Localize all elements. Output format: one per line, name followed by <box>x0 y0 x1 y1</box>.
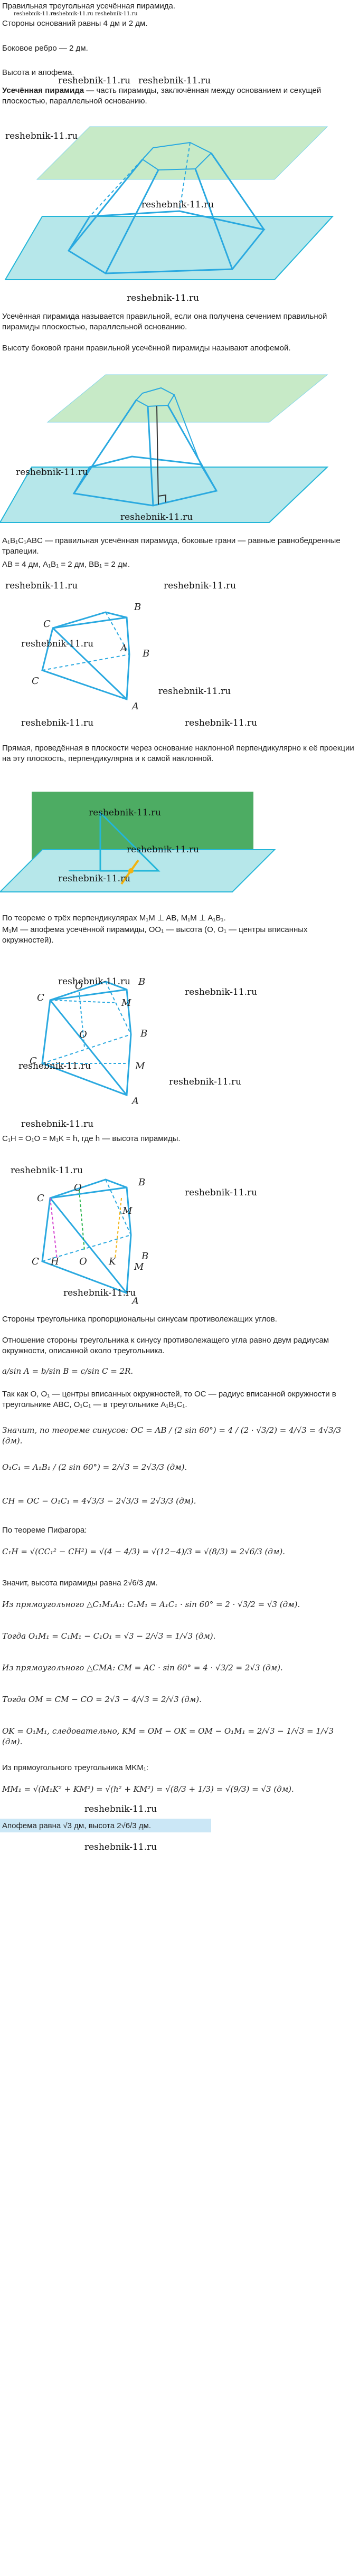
definition-term: Усечённая пирамида <box>2 86 84 95</box>
given-edge: Боковое ребро — 2 дм. <box>2 44 88 53</box>
label-a: A <box>132 701 139 712</box>
label-c1: C <box>37 992 44 1003</box>
watermark: reshebnik-11.ru <box>120 512 193 522</box>
watermark: reshebnik-11.ru <box>185 718 258 728</box>
label-c: C <box>32 676 39 687</box>
figure-three-perpendiculars <box>0 792 276 892</box>
label-a1: A <box>120 643 127 654</box>
label-b1: B <box>138 976 146 987</box>
centers-radius: Так как O, O₁ — центры вписанных окружно… <box>2 1390 336 1409</box>
label-m: M <box>134 1261 144 1272</box>
watermark: reshebnik-11.ru <box>21 718 94 728</box>
calc-c1h: C₁H = √(CC₁² − CH²) = √(4 − 4/3) = √(12−… <box>2 1547 285 1556</box>
watermark: reshebnik-11.ru <box>58 976 131 987</box>
watermark: reshebnik-11.ru <box>169 1077 242 1087</box>
calc-om: Тогда OM = CM − CO = 2√3 − 4/√3 = 2/√3 (… <box>2 1695 202 1704</box>
label-m1: M <box>122 1205 133 1216</box>
label-o: O <box>79 1256 87 1267</box>
watermark: reshebnik-11.ru <box>127 293 200 303</box>
pythagoras: По теореме Пифагора: <box>2 1526 87 1535</box>
answer: Апофема равна √3 дм, высота 2√6/3 дм. <box>2 1821 152 1830</box>
label-c1: C <box>43 619 51 630</box>
law-of-sines: Стороны треугольника пропорциональны син… <box>2 1315 277 1324</box>
figure-frustum-abc <box>41 611 130 701</box>
label-b: B <box>140 1028 148 1039</box>
watermark: reshebnik-11.ru <box>5 581 78 591</box>
watermark: reshebnik-11.ru <box>141 199 214 210</box>
formula-sines: a/sin A = b/sin B = c/sin C = 2R. <box>2 1366 134 1376</box>
calc-c1m1: Из прямоугольного △C₁M₁A₁: C₁M₁ = A₁C₁ ·… <box>2 1600 300 1609</box>
watermark: reshebnik-11.ru <box>16 467 89 478</box>
watermark: reshebnik-11.ru <box>5 131 78 141</box>
label-k: K <box>109 1256 116 1267</box>
label-o1: O <box>75 981 83 992</box>
height-result: Значит, высота пирамиды равна 2√6/3 дм. <box>2 1579 158 1588</box>
find-line: Высота и апофема. <box>2 68 74 77</box>
label-c1: C <box>37 1193 44 1204</box>
solution-intro: A₁B₁C₁ABC — правильная усечённая пирамид… <box>2 536 341 556</box>
watermark: reshebnik-11.ru <box>21 639 94 649</box>
label-o: O <box>79 1029 87 1040</box>
law-of-sines-extended: Отношение стороны треугольника к синусу … <box>2 1336 329 1355</box>
calc-mm1: MM₁ = √(M₁K² + KM²) = √(h² + KM²) = √(8/… <box>2 1784 294 1794</box>
watermark: reshebnik-11.ru <box>18 1061 91 1071</box>
watermark: reshebnik-11.ru <box>11 1165 83 1176</box>
figure-regular-frustum <box>0 374 329 523</box>
label-b1: B <box>138 1177 146 1188</box>
label-a: A <box>132 1096 139 1107</box>
watermark: reshebnik-11.ru <box>95 11 138 17</box>
watermark: reshebnik-11.ru <box>21 1119 94 1129</box>
label-o1: O <box>74 1182 82 1193</box>
three-perp-apply: По теореме о трёх перпендикулярах M₁M ⊥ … <box>2 914 226 923</box>
label-m: M <box>135 1061 145 1072</box>
watermark: reshebnik-11.ru <box>158 686 231 697</box>
watermark: reshebnik-11.ru <box>58 75 131 86</box>
intro-title: Правильная треугольная усечённая пирамид… <box>2 2 175 11</box>
watermark: reshebnik-11.ru <box>14 11 56 17</box>
label-b1: B <box>134 602 141 613</box>
given-bases: Стороны оснований равны 4 дм и 2 дм. <box>2 19 148 28</box>
definition-frustum: Усечённая пирамида — часть пирамиды, зак… <box>2 85 355 107</box>
watermark: reshebnik-11.ru <box>84 1842 157 1852</box>
definition-apothem: Высоту боковой грани правильной усечённо… <box>2 344 291 353</box>
calc-o1c1: O₁C₁ = A₁B₁ / (2 sin 60°) = 2/√3 = 2√3/3… <box>2 1462 187 1472</box>
heights-equal: C₁H = O₁O = M₁K = h, где h — высота пира… <box>2 1134 181 1143</box>
watermark: reshebnik-11.ru <box>185 1187 258 1198</box>
watermark: reshebnik-11.ru <box>84 1804 157 1814</box>
label-a: A <box>132 1296 139 1307</box>
solution-given: AB = 4 дм, A₁B₁ = 2 дм, BB₁ = 2 дм. <box>2 560 130 569</box>
watermark: reshebnik-11.ru <box>63 1288 136 1298</box>
watermark: reshebnik-11.ru <box>127 844 200 855</box>
watermark: reshebnik-11.ru <box>185 987 258 997</box>
figure-frustum-planes <box>4 126 334 280</box>
watermark: reshebnik-11.ru <box>89 807 162 818</box>
watermark: reshebnik-11.ru <box>164 581 237 591</box>
calc-o1m1: Тогда O₁M₁ = C₁M₁ − C₁O₁ = √3 − 2/√3 = 1… <box>2 1631 216 1641</box>
calc-ch: CH = OC − O₁C₁ = 4√3/3 − 2√3/3 = 2√3/3 (… <box>2 1496 196 1506</box>
label-b: B <box>143 648 150 659</box>
watermark: reshebnik-11.ru <box>51 11 93 17</box>
figure-frustum-hk <box>41 1178 132 1295</box>
three-perp-theorem: Прямая, проведённая в плоскости через ос… <box>2 744 354 763</box>
answer-highlight <box>0 1819 211 1832</box>
calc-oc: Значит, по теореме синусов: OC = AB / (2… <box>2 1425 342 1446</box>
definition-regular: Усечённая пирамида называется правильной… <box>2 312 327 331</box>
calc-km: OK = O₁M₁, следовательно, KM = OM − OK =… <box>2 1726 334 1746</box>
figure-frustum-centers <box>41 981 132 1097</box>
label-c: C <box>30 1056 37 1067</box>
watermark: reshebnik-11.ru <box>58 873 131 884</box>
label-b: B <box>141 1251 149 1262</box>
definition-body: — часть пирамиды, заключённая между осно… <box>2 86 322 106</box>
apothem-height: M₁M — апофема усечённой пирамиды, OO₁ — … <box>2 925 308 945</box>
label-h: H <box>51 1256 59 1267</box>
label-c: C <box>32 1256 39 1267</box>
triangle-mkm1: Из прямоугольного треугольника MKM₁: <box>2 1763 149 1772</box>
calc-cm: Из прямоугольного △CMA: CM = AC · sin 60… <box>2 1663 283 1672</box>
label-m1: M <box>121 997 131 1009</box>
watermark: reshebnik-11.ru <box>138 75 211 86</box>
